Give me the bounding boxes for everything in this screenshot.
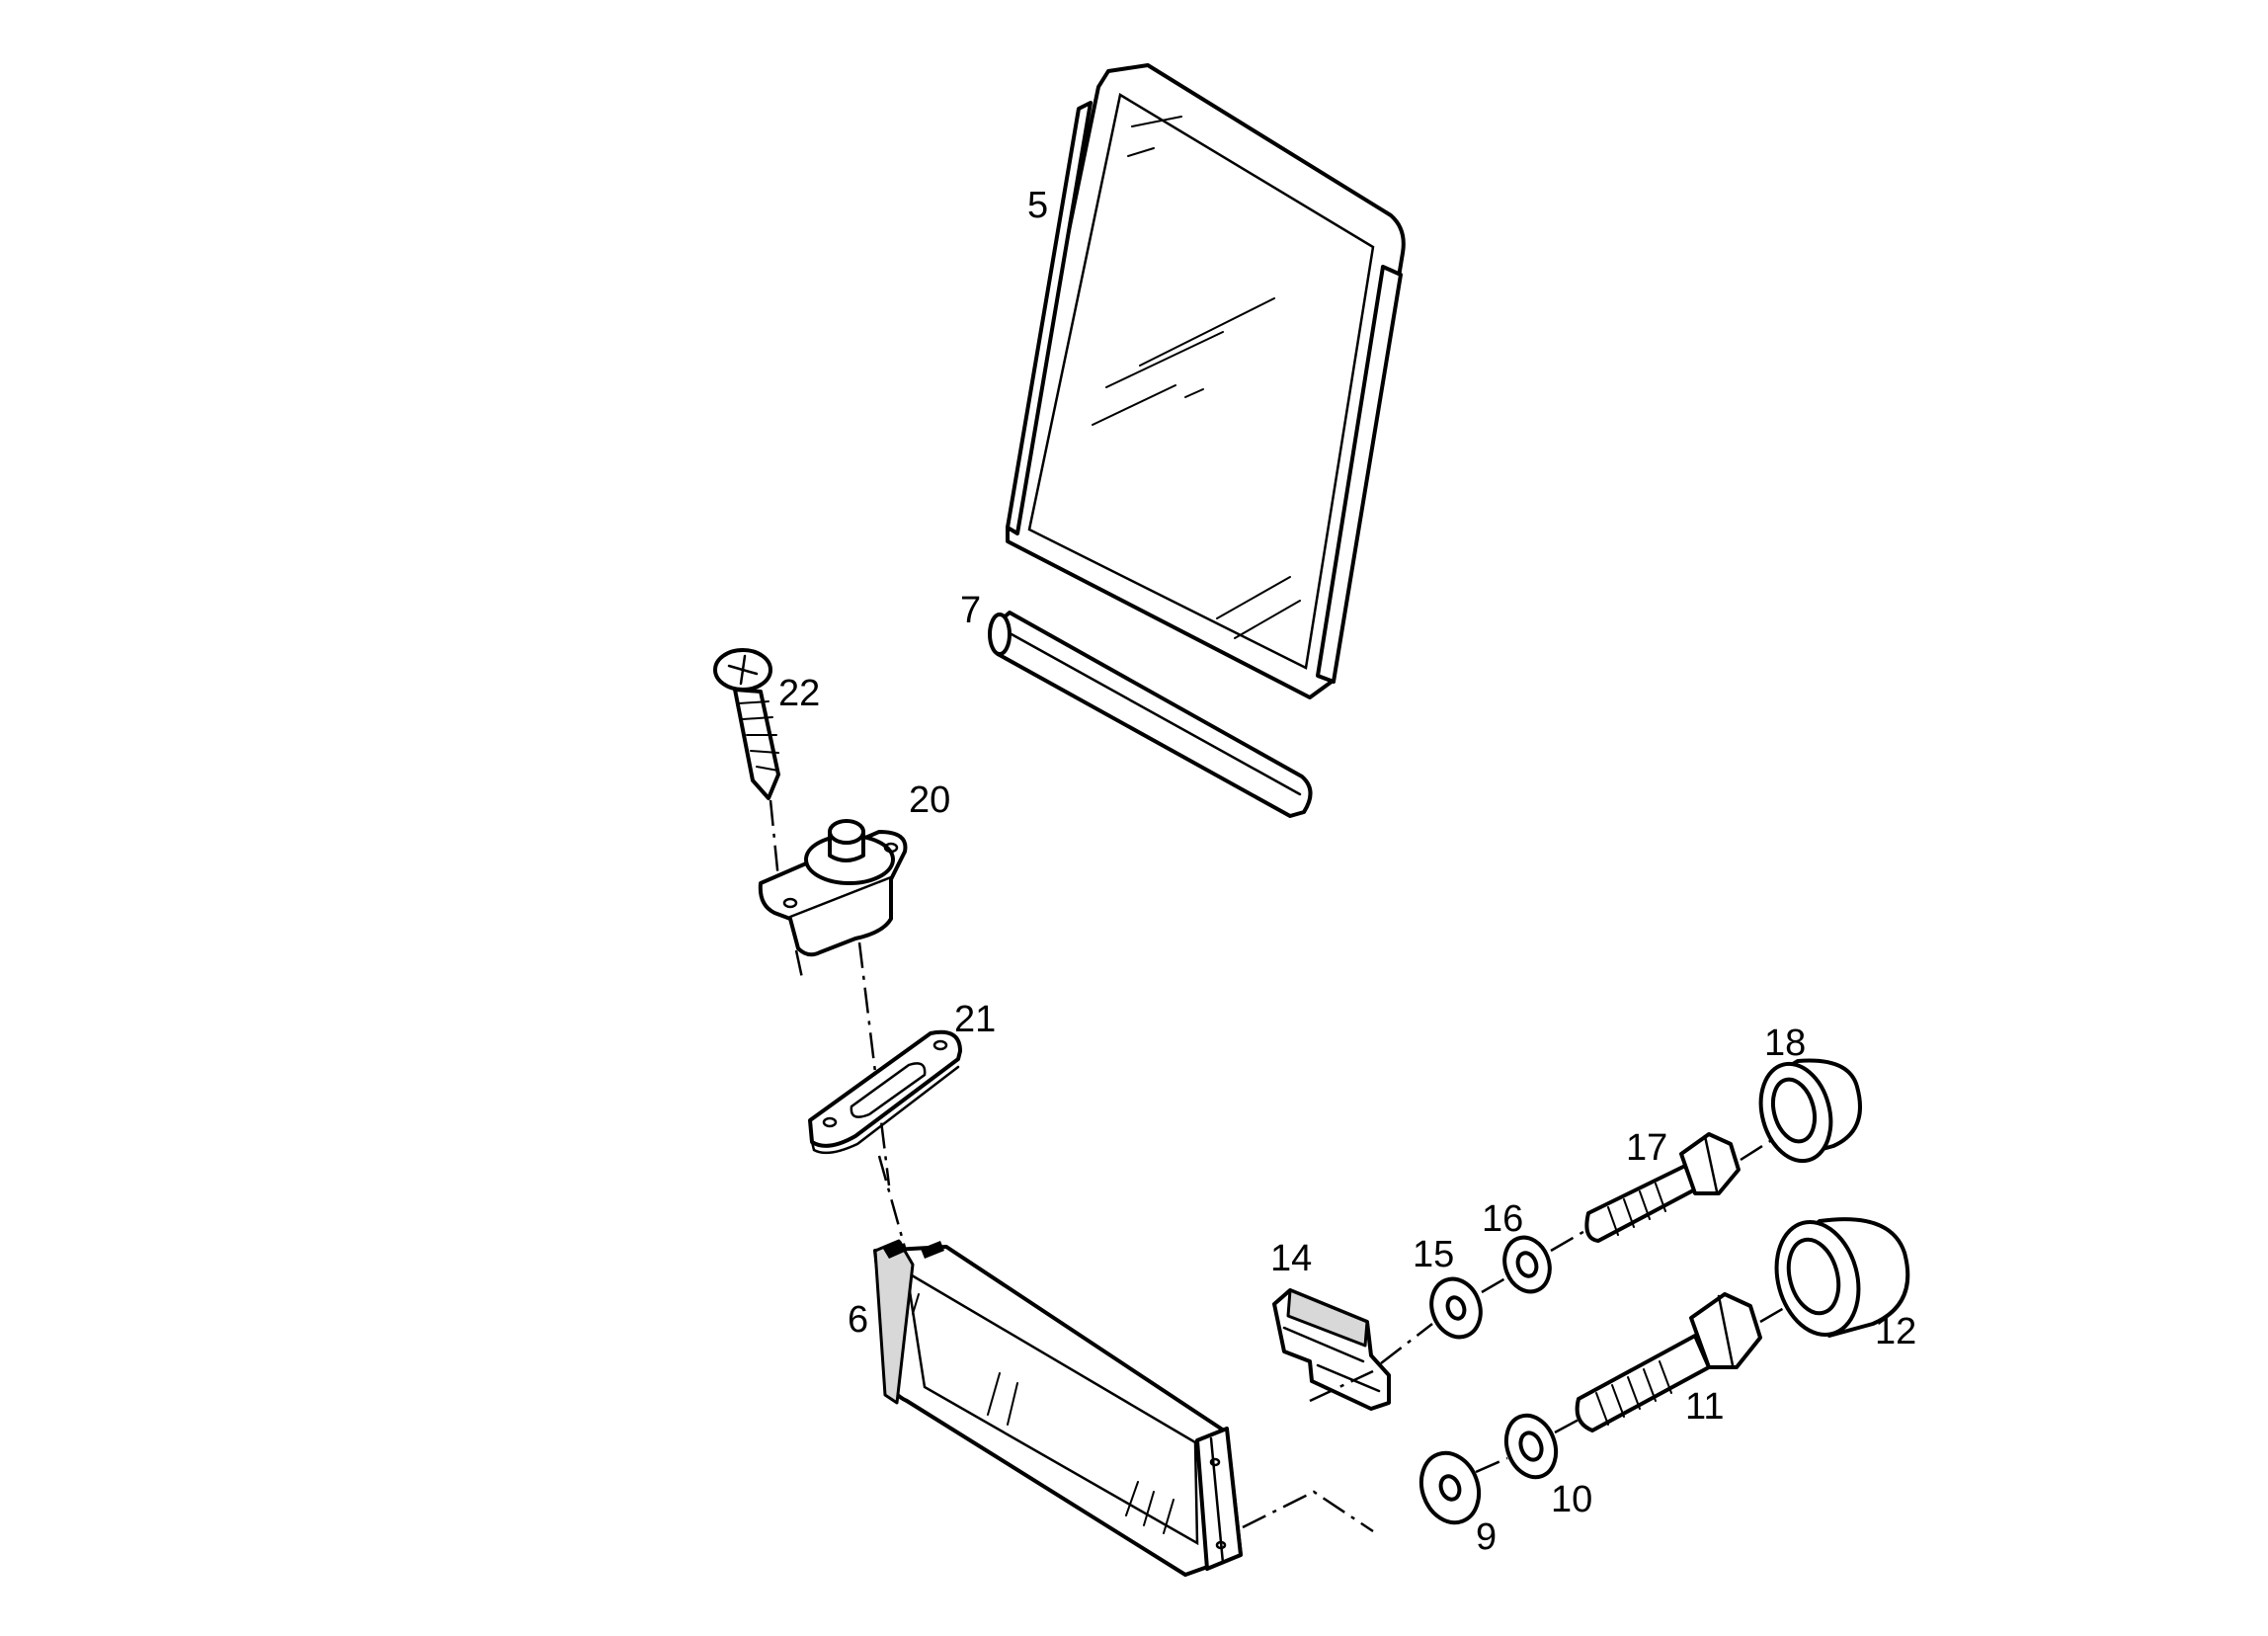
lock-cylinder (758, 819, 908, 1186)
cap-18 (1758, 1058, 1862, 1164)
callout-10: 10 (1551, 1479, 1592, 1520)
callout-18: 18 (1764, 1022, 1806, 1064)
callout-22: 22 (778, 673, 820, 714)
lower-glass-pane (873, 1239, 1374, 1577)
callout-9: 9 (1476, 1516, 1497, 1558)
callout-16: 16 (1482, 1198, 1523, 1240)
washer-16 (1481, 1235, 1552, 1294)
callout-11: 11 (1685, 1386, 1724, 1428)
callout-21: 21 (954, 999, 996, 1040)
callout-7: 7 (960, 590, 981, 631)
bolt-17 (1550, 1132, 1779, 1253)
callout-12: 12 (1875, 1311, 1916, 1352)
callout-14: 14 (1270, 1238, 1312, 1279)
callout-15: 15 (1413, 1234, 1454, 1275)
washer-9 (1418, 1450, 1482, 1525)
lock-plate (808, 1029, 962, 1256)
callout-17: 17 (1626, 1127, 1667, 1169)
cap-12 (1774, 1217, 1910, 1338)
upper-glass-pane (1006, 63, 1406, 699)
seal-strip (988, 611, 1313, 818)
bolt-11 (1554, 1292, 1809, 1434)
washer-10 (1475, 1413, 1559, 1480)
washer-15 (1380, 1276, 1483, 1364)
callout-20: 20 (909, 779, 950, 821)
screw (713, 648, 782, 900)
callout-5: 5 (1027, 185, 1048, 226)
callout-6: 6 (848, 1299, 868, 1341)
spacer-block (1272, 1288, 1391, 1411)
